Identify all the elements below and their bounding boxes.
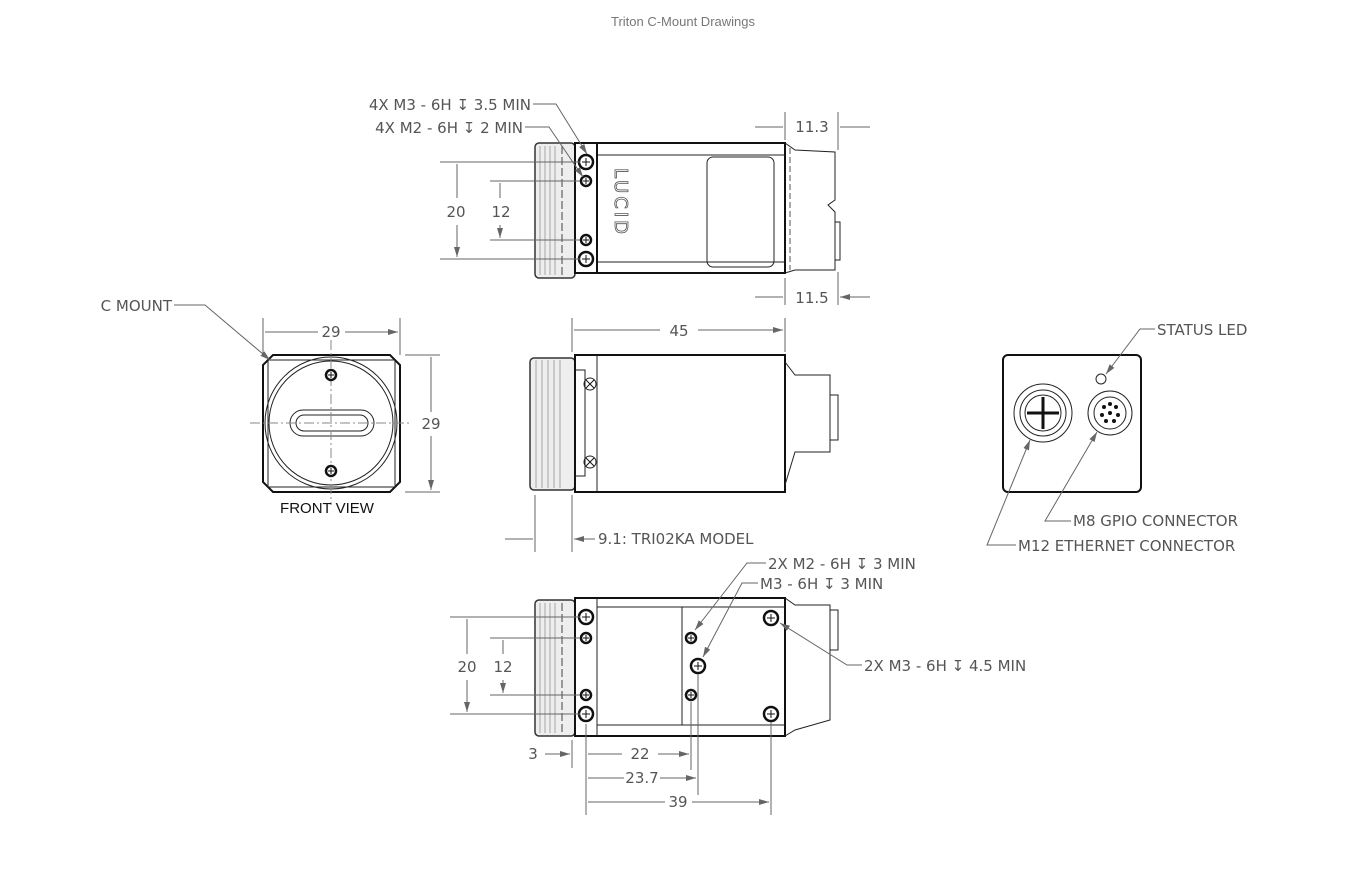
top-callout-m2: 4X M2 - 6H ↧ 2 MIN <box>375 119 523 137</box>
side-note-model: 9.1: TRI02KA MODEL <box>598 530 754 548</box>
bottom-callout-m2: 2X M2 - 6H ↧ 3 MIN <box>768 555 916 573</box>
bottom-dim-22: 22 <box>630 745 649 763</box>
bottom-dim-39: 39 <box>668 793 687 811</box>
top-dim-11-3: 11.3 <box>795 118 828 136</box>
bottom-view: 2X M2 - 6H ↧ 3 MIN M3 - 6H ↧ 3 MIN 2X M3… <box>450 555 1026 815</box>
m12-connector <box>1013 383 1073 443</box>
side-dim-45: 45 <box>669 322 688 340</box>
bottom-callout-m3: M3 - 6H ↧ 3 MIN <box>760 575 883 593</box>
bottom-dim-12: 12 <box>493 658 512 676</box>
status-led <box>1095 373 1107 385</box>
top-view: LUCID 4X M3 - 6H ↧ 3.5 MIN 4X M2 - 6H ↧ … <box>369 96 870 307</box>
front-view-label: FRONT VIEW <box>280 500 375 517</box>
m8-connector <box>1087 390 1133 436</box>
front-dim-width: 29 <box>321 323 340 341</box>
label-area <box>706 156 775 268</box>
bottom-dim-3: 3 <box>528 745 538 763</box>
page-title: Triton C-Mount Drawings <box>611 14 756 29</box>
top-dim-20: 20 <box>446 203 465 221</box>
bottom-dim-23-7: 23.7 <box>625 769 658 787</box>
front-view: FRONT VIEW C MOUNT 29 29 <box>101 297 441 517</box>
m12-callout: M12 ETHERNET CONNECTOR <box>1018 537 1235 555</box>
rear-view: STATUS LED M8 GPIO CONNECTOR M12 ETHERNE… <box>986 321 1247 555</box>
top-dim-11-5: 11.5 <box>795 289 828 307</box>
front-dim-height: 29 <box>421 415 440 433</box>
c-mount-callout: C MOUNT <box>101 297 173 315</box>
top-dim-12: 12 <box>491 203 510 221</box>
top-callout-m3: 4X M3 - 6H ↧ 3.5 MIN <box>369 96 531 114</box>
rear-connectors <box>784 142 836 274</box>
side-view: 45 9.1: TRI02KA MODEL <box>505 318 839 552</box>
camera-body <box>574 142 786 274</box>
bottom-callout-m3-2x: 2X M3 - 6H ↧ 4.5 MIN <box>864 657 1026 675</box>
lucid-logo: LUCID <box>610 168 631 237</box>
bottom-dim-20: 20 <box>457 658 476 676</box>
status-led-callout: STATUS LED <box>1157 321 1247 339</box>
m8-callout: M8 GPIO CONNECTOR <box>1073 512 1238 530</box>
